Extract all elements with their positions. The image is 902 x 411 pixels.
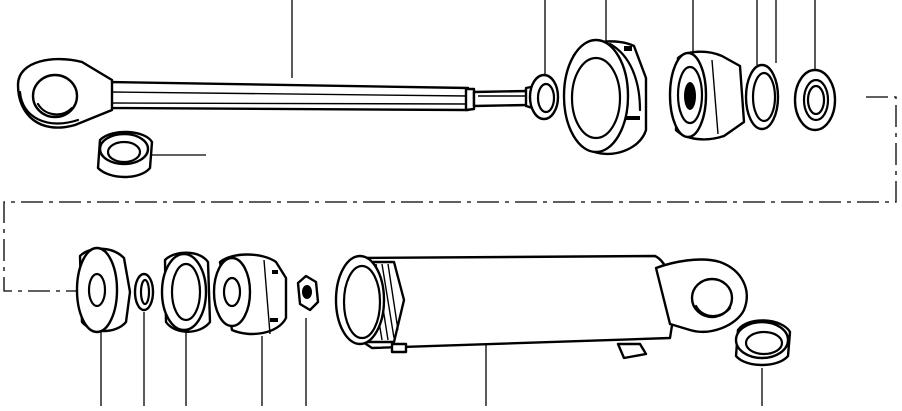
piston-rod-threaded-end [472,89,530,108]
barrel-port-right [616,342,648,360]
rod-bushing [96,130,154,179]
spacer [793,68,837,132]
piston-washer [75,246,132,334]
barrel-port-left [390,342,408,354]
bottom-leader-lines [100,312,763,406]
assembly-axis-line [3,96,897,292]
piston-rod-assembly [16,57,538,129]
wiper-seal [528,73,560,121]
gland [668,50,746,141]
piston-ring [160,251,212,333]
backup-ring [744,63,780,131]
gland-nut [562,38,648,156]
barrel-bushing [734,319,792,367]
piston [212,253,288,336]
rod-eye-bore [31,73,79,119]
lock-nut [296,274,320,312]
top-leader-lines [150,0,816,156]
cylinder-barrel [334,254,748,360]
o-ring [133,272,155,312]
